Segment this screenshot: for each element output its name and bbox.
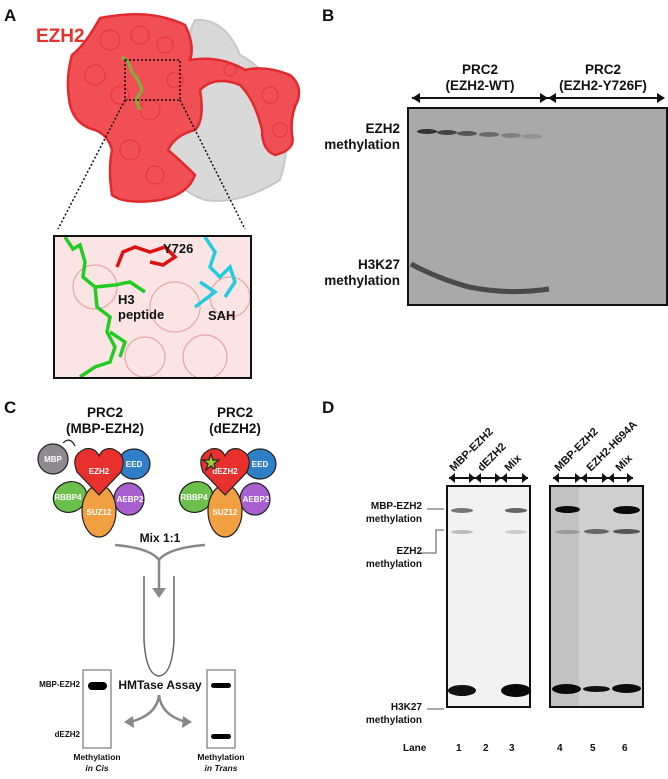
group-y726f-label: PRC2 (EZH2-Y726F)	[548, 62, 658, 94]
trans-line2: in Trans	[204, 763, 238, 773]
d-row1-line1: MBP-EZH2	[370, 501, 422, 512]
active-site-inset: Y726 H3 peptide SAH	[53, 235, 252, 379]
ezh2-band	[479, 132, 499, 137]
lane-label: Lane	[403, 743, 427, 754]
lane4-mbp-ezh2-band	[555, 506, 580, 513]
active-site-sticks	[63, 237, 250, 377]
ezh2-band	[417, 129, 437, 134]
lane6-mbp-ezh2-band	[613, 506, 640, 514]
b-row1-line1: EZH2	[365, 121, 400, 136]
lane5-h3k27-band	[583, 686, 610, 692]
lane-number-1: 1	[456, 743, 462, 754]
lane1-ezh2-band	[451, 530, 473, 534]
subunit-ezh2: EZH2	[89, 467, 110, 476]
group-y726f-line2: (EZH2-Y726F)	[559, 78, 647, 93]
group-wt-line1: PRC2	[461, 62, 498, 77]
assay-flow-diagram	[82, 543, 236, 749]
complex-dezh2-line1: PRC2	[216, 405, 253, 420]
cis-line2: in Cis	[85, 763, 109, 773]
hmtase-assay-label: HMTase Assay	[118, 678, 202, 692]
panel-b-gel	[407, 107, 668, 306]
ezh2-band	[501, 133, 521, 138]
subunit-rbbp4-1: RBBP4	[54, 493, 82, 502]
d-gel-1	[446, 485, 531, 708]
subunit-rbbp4-2: RBBP4	[180, 493, 208, 502]
mix-label: Mix 1:1	[139, 531, 181, 545]
lane1-h3k27-band	[448, 685, 476, 696]
methylation-trans-label: Methylation in Trans	[186, 752, 256, 774]
methylation-cis-label: Methylation in Cis	[62, 752, 132, 774]
subunit-suz12-1: SUZ12	[87, 508, 112, 517]
h3-peptide-label: H3 peptide	[118, 292, 164, 322]
panel-d-letter: D	[322, 398, 335, 417]
lane3-ezh2-band	[505, 530, 527, 534]
subunit-eed-2: EED	[252, 460, 269, 469]
y726-label: Y726	[163, 241, 194, 256]
lane4-h3k27-band	[552, 684, 581, 694]
ezh2-label: EZH2	[36, 26, 85, 47]
lane-number-3: 3	[509, 743, 515, 754]
d-h3k27-methylation-label: H3K27 methylation	[330, 701, 422, 727]
sah-label: SAH	[208, 308, 236, 323]
d-ezh2-methylation-label: EZH2 methylation	[330, 545, 422, 571]
subunit-mbp: MBP	[44, 455, 62, 464]
lane5-ezh2-band	[584, 529, 609, 534]
complex-dezh2-title: PRC2 (dEZH2)	[185, 405, 285, 437]
group-wt-label: PRC2 (EZH2-WT)	[430, 62, 530, 94]
b-row2-line1: H3K27	[357, 257, 400, 272]
mini-gel-mbp-ezh2-label: MBP-EZH2	[39, 680, 80, 689]
lane6-h3k27-band	[612, 684, 641, 693]
lane4-smear	[551, 487, 579, 706]
lane1-mbp-ezh2-band	[451, 508, 473, 513]
complex-cartoons: MBP EZH2 EED RBBP4 AEBP2 SUZ12 dEZH2 EED…	[37, 439, 277, 538]
b-row1-line2: methylation	[324, 137, 400, 152]
lane-number-4: 4	[557, 743, 563, 754]
panel-c-letter: C	[4, 398, 17, 417]
panel-a-letter: A	[4, 6, 17, 25]
h3-label: H3	[118, 292, 135, 307]
group-arrows	[412, 93, 665, 103]
lane4-ezh2-band	[555, 530, 580, 534]
b-ezh2-methylation-label: EZH2 methylation	[300, 121, 400, 153]
ezh2-band	[437, 130, 457, 135]
trans-line1: Methylation	[197, 752, 245, 762]
complex-mbp-title: PRC2 (MBP-EZH2)	[55, 405, 155, 437]
subunit-suz12-2: SUZ12	[213, 508, 238, 517]
lane3-h3k27-band	[501, 684, 531, 697]
b-row2-line2: methylation	[324, 273, 400, 288]
peptide-label: peptide	[118, 307, 165, 322]
d-lane-arrows	[449, 473, 633, 483]
lane-number-6: 6	[622, 743, 628, 754]
subunit-dezh2: dEZH2	[212, 467, 238, 476]
d-row2-line2: methylation	[365, 559, 422, 570]
ezh2-band	[522, 134, 542, 139]
group-wt-line2: (EZH2-WT)	[445, 78, 515, 93]
d-row3-line2: methylation	[365, 715, 422, 726]
lane6-ezh2-band	[613, 529, 640, 534]
subunit-aebp2-1: AEBP2	[117, 495, 144, 504]
b-h3k27-methylation-label: H3K27 methylation	[300, 257, 400, 289]
prc2-surface-structure	[57, 13, 301, 230]
complex-dezh2-line2: (dEZH2)	[209, 421, 261, 436]
complex-mbp-line1: PRC2	[86, 405, 123, 420]
subunit-eed-1: EED	[126, 460, 143, 469]
d-row1-line2: methylation	[365, 514, 422, 525]
subunit-aebp2-2: AEBP2	[243, 495, 270, 504]
group-y726f-line1: PRC2	[584, 62, 621, 77]
d-mbp-ezh2-methylation-label: MBP-EZH2 methylation	[330, 500, 422, 526]
d-row2-line1: EZH2	[396, 546, 422, 557]
complex-mbp-line2: (MBP-EZH2)	[66, 421, 144, 436]
ezh2-band	[457, 131, 477, 136]
mini-gel-dezh2-label: dEZH2	[54, 730, 80, 739]
d-gel-2	[549, 485, 644, 708]
h3k27-smear	[409, 261, 550, 295]
panel-b-letter: B	[322, 6, 335, 25]
d-row3-line1: H3K27	[390, 702, 422, 713]
lane-number-2: 2	[483, 743, 489, 754]
lane3-mbp-ezh2-band	[505, 508, 527, 513]
cis-line1: Methylation	[73, 752, 121, 762]
lane-number-5: 5	[590, 743, 596, 754]
